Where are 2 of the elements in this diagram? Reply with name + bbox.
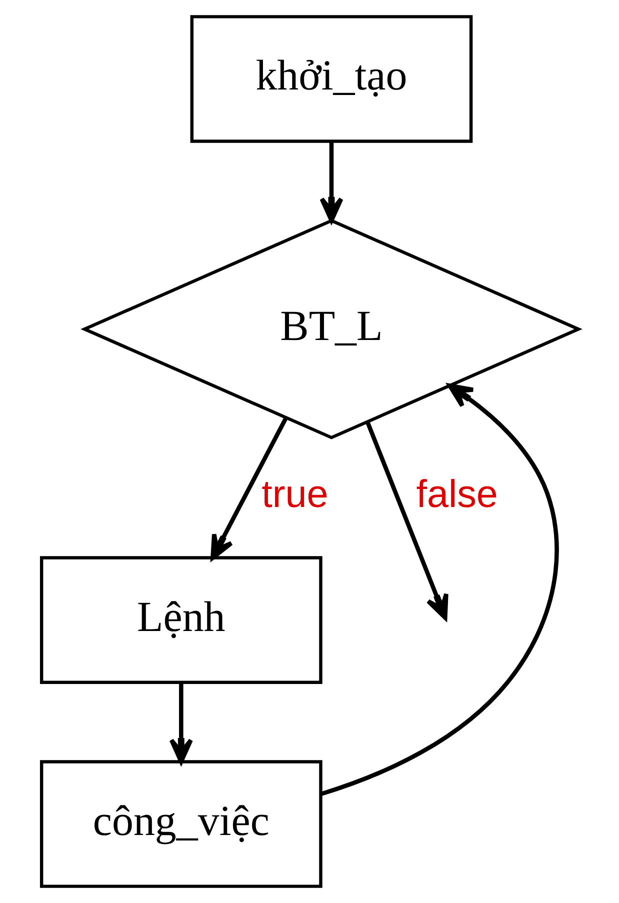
edge-label: true xyxy=(261,473,328,516)
edge-label: false xyxy=(416,473,498,516)
